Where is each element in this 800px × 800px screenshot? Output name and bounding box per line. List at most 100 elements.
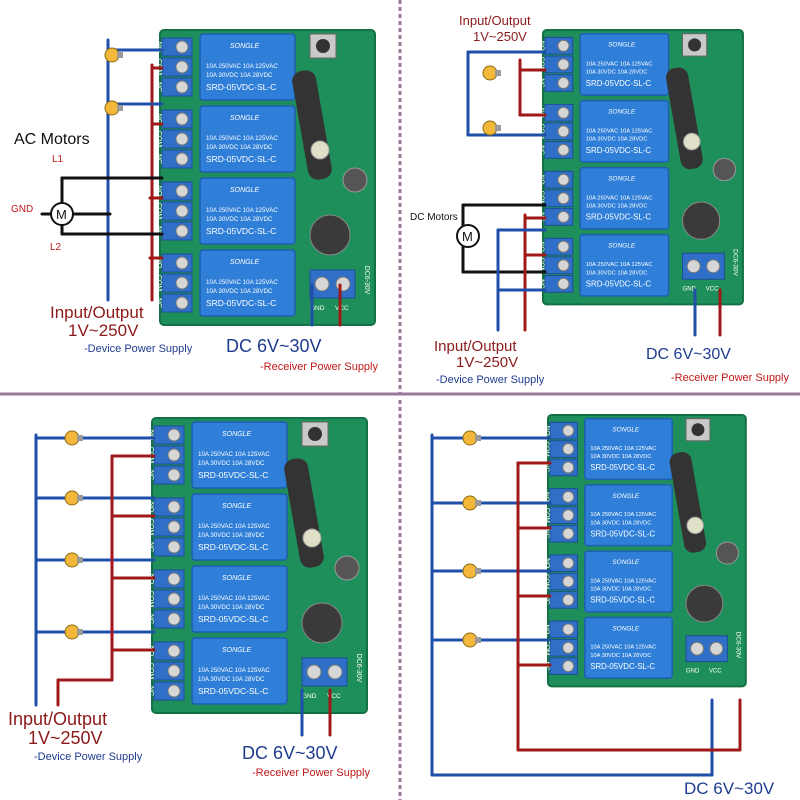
vcc-pin-label: VCC xyxy=(706,286,719,292)
relay-rating-1: 10A 250VAC 10A 125VAC xyxy=(590,578,656,584)
terminal-screw-icon xyxy=(167,500,181,514)
relay-model: SRD-05VDC-SL-C xyxy=(206,226,276,236)
push-button-cap xyxy=(691,423,705,437)
terminal-screw-icon xyxy=(562,623,575,636)
terminal-screw-icon xyxy=(557,143,570,157)
relay xyxy=(584,616,673,679)
terminal-screw-icon xyxy=(175,204,189,218)
terminal-label: NO xyxy=(147,502,154,513)
bulb-base-icon xyxy=(475,500,481,506)
relay-brand: SONGLE xyxy=(608,243,636,250)
relay-rating-2: 10A 30VDC 10A 28VDC xyxy=(590,587,651,593)
relay-brand: SONGLE xyxy=(612,625,640,632)
terminal-screw-icon xyxy=(167,540,181,554)
device-power-supply-label-3: -Device Power Supply xyxy=(34,751,143,763)
terminal-label: COM xyxy=(538,258,545,273)
relay xyxy=(199,105,296,173)
terminal-label: COM xyxy=(155,131,162,148)
terminal-screw-icon xyxy=(175,296,189,310)
terminal-label: NC xyxy=(543,463,550,473)
terminal-label: NO xyxy=(147,430,154,441)
terminal-screw-icon xyxy=(167,644,181,658)
relay-rating-2: 10A 30VDC 10A 28VDC xyxy=(198,460,265,467)
bulb-icon xyxy=(462,430,478,446)
relay-model: SRD-05VDC-SL-C xyxy=(586,146,652,155)
relay-model: SRD-05VDC-SL-C xyxy=(206,154,276,164)
relay-rating-1: 10A 250VAC 10A 125VAC xyxy=(590,645,656,651)
terminal-screw-icon xyxy=(167,428,181,442)
terminal-screw-icon xyxy=(167,448,181,462)
relay-model: SRD-05VDC-SL-C xyxy=(590,596,655,605)
relay-rating-1: 10A 250VAC 10A 125VAC xyxy=(590,512,656,518)
relay-rating-1: 10A 250VAC 10A 125VAC xyxy=(206,279,278,286)
terminal-screw-icon xyxy=(562,593,575,606)
bulb-base-icon xyxy=(117,52,123,58)
terminal-screw-icon xyxy=(167,684,181,698)
capacitor xyxy=(342,167,368,193)
bulb-icon xyxy=(462,563,478,579)
terminal-screw-icon xyxy=(175,112,189,126)
push-button-cap xyxy=(308,427,322,441)
relay-rating-2: 10A 30VDC 10A 28VDC xyxy=(198,604,265,611)
relay-rating-1: 10A 250VAC 10A 125VAC xyxy=(206,63,278,70)
terminal-label: COM xyxy=(543,574,550,589)
terminal-screw-icon xyxy=(557,58,570,71)
dc-voltage-title: DC 6V~30V xyxy=(226,336,322,356)
terminal-label: NO xyxy=(538,175,545,185)
terminal-screw-icon xyxy=(175,276,189,290)
push-button-cap xyxy=(316,39,330,53)
relay xyxy=(199,33,296,101)
terminal-screw-icon xyxy=(175,80,189,94)
terminal-screw-icon xyxy=(175,152,189,166)
io-voltage-top: 1V~250V xyxy=(473,29,527,44)
vcc-pin-label: VCC xyxy=(335,305,349,312)
bulb-icon xyxy=(482,120,498,136)
io-title-bottom: Input/Output xyxy=(434,338,517,355)
terminal-screw-icon xyxy=(562,660,575,673)
power-screw-icon xyxy=(306,664,322,680)
capacitor xyxy=(715,541,739,565)
relay-brand: SONGLE xyxy=(230,259,260,266)
dc-voltage-title-4: DC 6V~30V xyxy=(684,779,775,798)
relay-rating-2: 10A 30VDC 10A 28VDC xyxy=(590,653,651,659)
terminal-screw-icon xyxy=(562,443,575,456)
bulb-icon xyxy=(104,47,120,63)
terminal-screw-icon xyxy=(167,612,181,626)
power-screw-icon xyxy=(686,259,701,274)
io-title-3: Input/Output xyxy=(8,709,108,729)
inductor xyxy=(685,584,724,623)
relay xyxy=(579,99,670,163)
terminal-screw-icon xyxy=(557,76,570,90)
motor-icon xyxy=(50,202,74,226)
power-label: DC6-30V xyxy=(363,266,370,295)
terminal-label: COM xyxy=(155,275,162,292)
dc-voltage-title-3: DC 6V~30V xyxy=(242,743,338,763)
led xyxy=(682,132,701,151)
terminal-label: NC xyxy=(538,78,545,88)
bulb-base-icon xyxy=(77,435,83,441)
terminal-screw-icon xyxy=(557,106,570,119)
relay-rating-1: 10A 250VAC 10A 125VAC xyxy=(586,195,653,201)
l1-label: L1 xyxy=(52,154,64,165)
power-label: DC6-30V xyxy=(735,632,742,659)
relay-model: SRD-05VDC-SL-C xyxy=(586,280,652,289)
relay xyxy=(579,166,670,230)
terminal-label: NO xyxy=(543,558,550,568)
relay-rating-2: 10A 30VDC 10A 28VDC xyxy=(198,532,265,539)
ac-motors-title: AC Motors xyxy=(14,131,90,148)
relay xyxy=(584,417,673,481)
terminal-label: NO xyxy=(155,42,162,53)
relay-rating-1: 10A 250VAC 10A 125VAC xyxy=(590,446,656,452)
terminal-screw-icon xyxy=(175,132,189,146)
terminal-screw-icon xyxy=(557,277,570,290)
power-screw-icon xyxy=(314,276,330,292)
terminal-label: NC xyxy=(147,542,154,552)
terminal-label: NC xyxy=(155,82,162,92)
relay-rating-1: 10A 250VAC 10A 125VAC xyxy=(198,523,270,530)
relay xyxy=(191,565,288,633)
relay-rating-2: 10A 30VDC 10A 28VDC xyxy=(586,271,648,277)
capacitor xyxy=(712,157,737,182)
